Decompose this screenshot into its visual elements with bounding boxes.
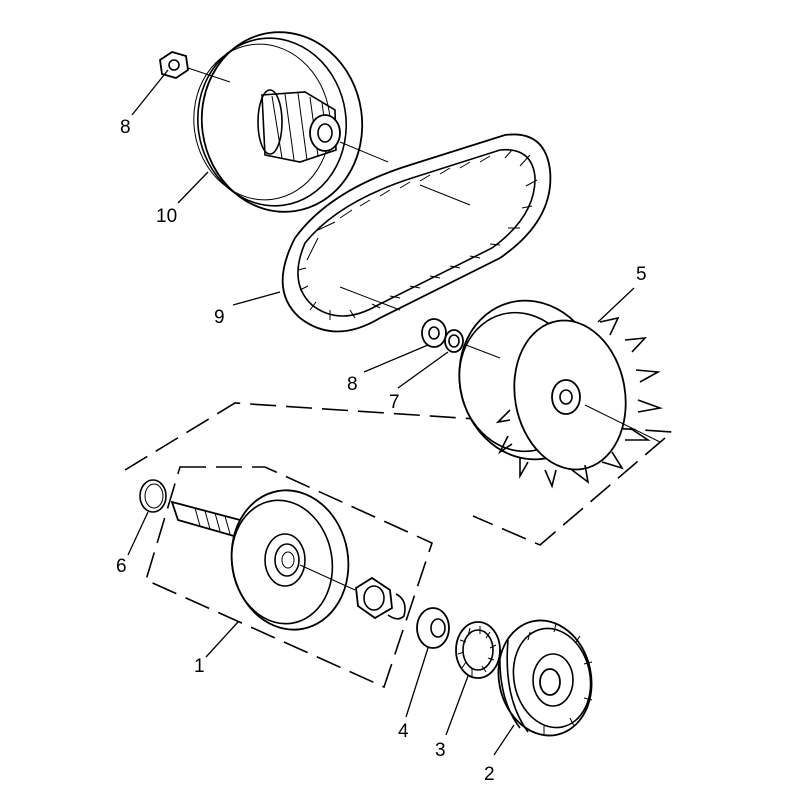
callout-labels: 8 10 9 8 7 5 6 1 4 3 2: [116, 117, 647, 785]
axis-line-fan: [465, 344, 661, 443]
retaining-clip: [387, 593, 406, 620]
callout-9: 9: [214, 307, 225, 328]
washer-mid: [421, 318, 447, 348]
circlip: [139, 479, 167, 513]
leader-lines: [127, 69, 635, 756]
driven-pulley: [193, 31, 364, 213]
callout-8-mid: 8: [347, 374, 358, 395]
needle-bearing: [355, 576, 393, 620]
callout-10: 10: [156, 206, 177, 227]
callout-8-top: 8: [120, 117, 131, 138]
outer-dashed-boundary: [124, 402, 675, 546]
collar: [416, 607, 450, 649]
washer-7: [444, 329, 464, 353]
fan-drive-pulley: [458, 299, 664, 489]
callout-1: 1: [194, 656, 205, 677]
callout-2: 2: [484, 764, 495, 785]
drive-belt: [281, 133, 552, 333]
assembly-boundaries: [124, 402, 675, 689]
callout-4: 4: [398, 721, 409, 742]
callout-6: 6: [116, 556, 127, 577]
callout-7: 7: [389, 392, 400, 413]
one-way-bearing: [455, 621, 501, 679]
callout-3: 3: [435, 740, 446, 761]
clutch-dashed-boundary: [145, 466, 433, 689]
clutch-shoe-assembly: [497, 619, 593, 737]
clutch-housing-shaft: [170, 489, 350, 631]
callout-5: 5: [636, 264, 647, 285]
axis-line-top: [187, 67, 389, 163]
axis-line-belt: [339, 184, 471, 311]
axis-line-housing: [299, 564, 356, 591]
